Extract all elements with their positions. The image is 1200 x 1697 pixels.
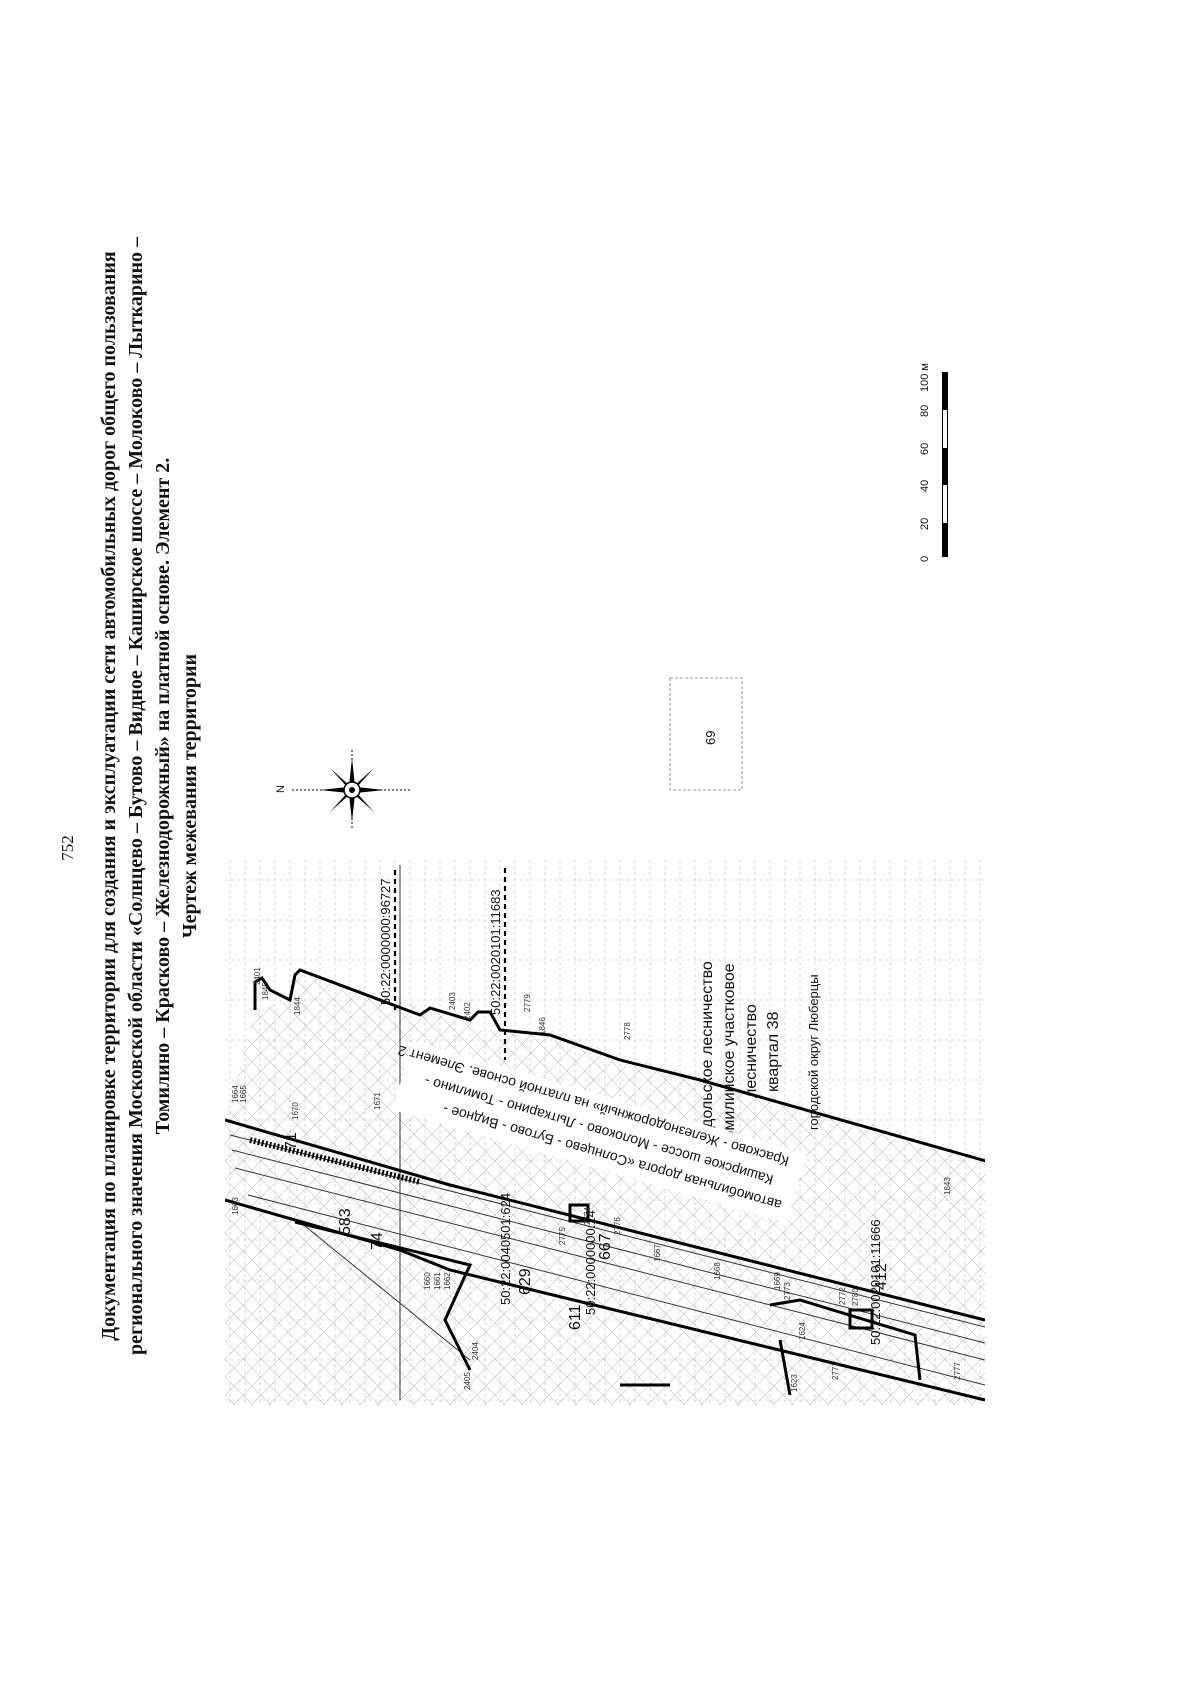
compass-rose-icon: N — [275, 750, 412, 830]
point-10: 1670 — [291, 1102, 300, 1120]
point-7: 1667 — [653, 1244, 662, 1262]
scale-label-60: 60 — [919, 443, 931, 455]
scale-label-0: 0 — [919, 556, 931, 562]
point-27: 1845 — [261, 982, 270, 1000]
point-26: 1844 — [293, 997, 302, 1015]
boundary-upper — [253, 968, 985, 1163]
parcel-412-square — [848, 1308, 874, 1330]
survey-point-labels: 1664 1665 1663 1660 1661 1662 1667 1668 … — [231, 967, 962, 1392]
scale-bar: 0 20 40 60 80 100 м — [919, 363, 948, 562]
parcel-667-square — [568, 1203, 590, 1223]
point-18: 2774 — [583, 1207, 592, 1225]
boundary-road-north — [225, 1118, 985, 1322]
point-1: 1664 — [231, 1085, 240, 1103]
parcel-412: 412 — [873, 1263, 890, 1290]
boundary-parcel-412 — [769, 1298, 922, 1381]
cadastral-labels: 50:22:0000000:96727 50:22:0020101:11683 … — [378, 878, 883, 1345]
forest-label-4: квартал 38 — [765, 1012, 782, 1092]
point-16: 2772 — [838, 1287, 847, 1305]
point-2: 1665 — [239, 1085, 248, 1103]
boundary-parcel-74 — [294, 1220, 473, 1371]
point-14: 2780 — [851, 1288, 860, 1306]
cadastral-c2: 50:22:0020101:11683 — [488, 889, 503, 1015]
point-8: 1668 — [713, 1262, 722, 1280]
point-31: 2404 — [471, 1342, 480, 1360]
point-6: 1662 — [443, 1272, 452, 1290]
point-4: 1660 — [423, 1272, 432, 1290]
point-20: 2776 — [613, 1217, 622, 1235]
point-13: 1624 — [798, 1322, 807, 1340]
forest-label-5: городской округ Люберцы — [806, 974, 821, 1130]
parcel-labels: 583 74 629 611 667 412 71 — [283, 1132, 890, 1330]
cadastral-c3: 50:22:0040501:624 — [498, 1193, 513, 1305]
forest-label-1: Подольское лесничество — [699, 961, 716, 1148]
boundary-parcel-2 — [778, 1339, 792, 1396]
forest-label-2: Томилинское участковое — [721, 963, 738, 1148]
parcel-69-box — [669, 677, 743, 791]
point-9: 1669 — [773, 1272, 782, 1290]
scale-label-20: 20 — [919, 518, 931, 530]
point-32: 2405 — [463, 1372, 472, 1390]
scale-label-80: 80 — [919, 405, 931, 417]
point-21: 2777 — [953, 1362, 962, 1380]
parcel-667: 667 — [597, 1233, 614, 1260]
point-15: 2771 — [831, 1362, 840, 1380]
point-17: 2773 — [783, 1282, 792, 1300]
cadastral-c5: 50:22:0020101:11666 — [868, 1219, 883, 1345]
parcel-583: 583 — [337, 1208, 354, 1235]
scale-label-40: 40 — [919, 480, 931, 492]
point-28: 2401 — [253, 967, 262, 985]
thin-boundary-f — [299, 1221, 471, 1361]
point-30: 2403 — [448, 992, 457, 1010]
point-24: 1846 — [538, 1017, 547, 1035]
parcel-74: 74 — [369, 1232, 386, 1250]
compass-north-label: N — [275, 785, 287, 793]
point-11: 1671 — [373, 1092, 382, 1110]
scale-label-100: 100 м — [919, 363, 931, 392]
point-3: 1663 — [231, 1197, 240, 1215]
point-12: 1623 — [790, 1374, 799, 1392]
point-19: 2775 — [558, 1227, 567, 1245]
parcel-611: 611 — [567, 1304, 584, 1330]
parcel-69: 69 — [703, 731, 718, 745]
cadastral-c1: 50:22:0000000:96727 — [378, 878, 393, 1005]
point-23: 2779 — [523, 994, 532, 1012]
point-22: 2778 — [623, 1022, 632, 1040]
point-25: 1843 — [943, 1177, 952, 1195]
point-29: 2402 — [463, 1002, 472, 1020]
forest-label-3: лесничество — [743, 1004, 760, 1098]
forest-label-block: Подольское лесничество Томилинское участ… — [699, 961, 821, 1148]
point-5: 1661 — [433, 1272, 442, 1290]
railway-segment — [249, 1137, 421, 1185]
thin-boundary-e — [247, 1194, 985, 1386]
road-label-background — [392, 1040, 807, 1224]
cadastral-c4: 50:22:0000000:14 — [583, 1210, 598, 1315]
parcel-71: 71 — [283, 1132, 300, 1150]
parcel-629: 629 — [517, 1268, 534, 1295]
